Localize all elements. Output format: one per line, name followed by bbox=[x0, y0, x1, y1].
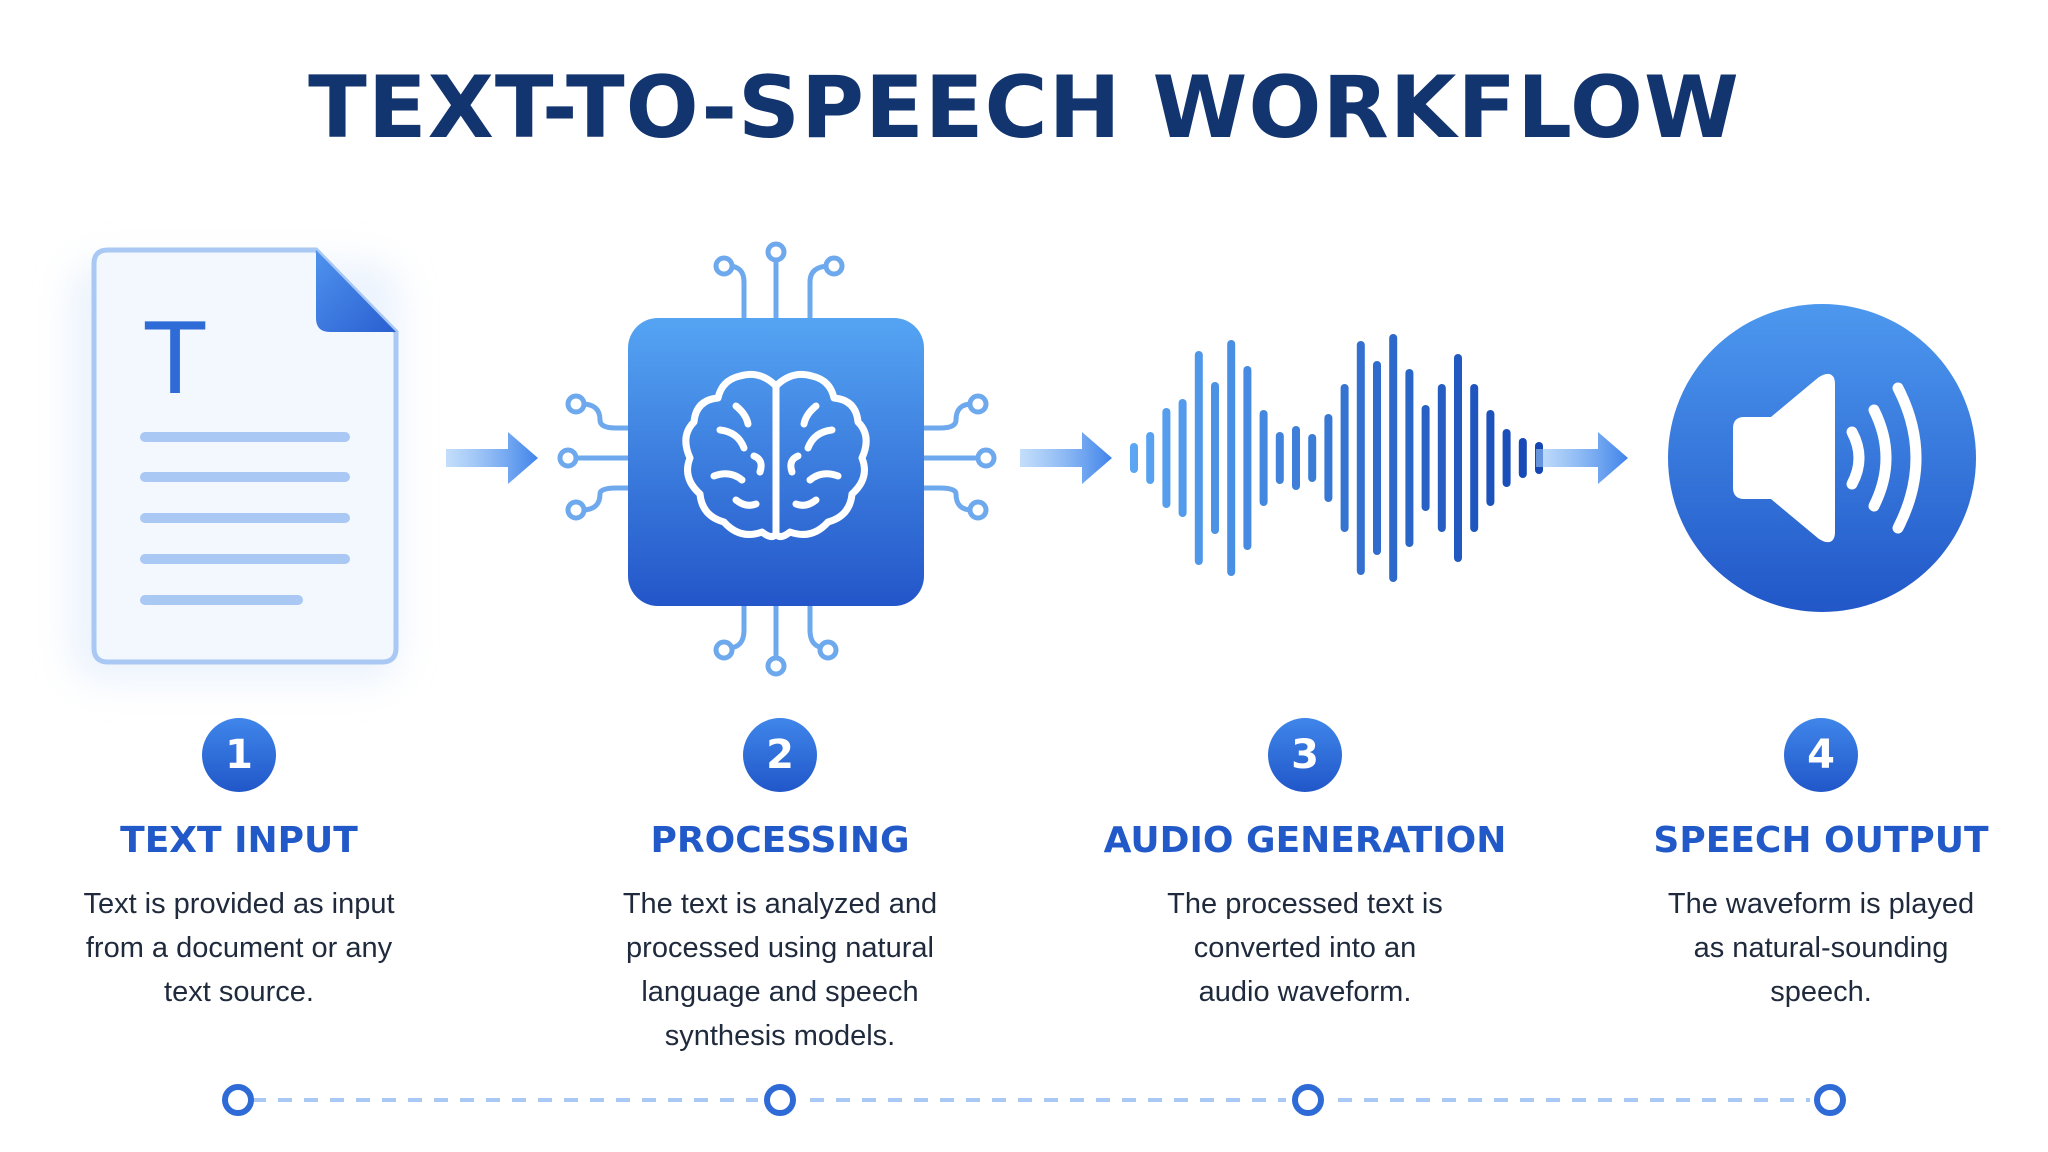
timeline bbox=[222, 1084, 1846, 1116]
step-3-desc-line: The processed text is bbox=[1167, 888, 1443, 920]
step-3-desc-line: audio waveform. bbox=[1198, 976, 1412, 1008]
flow-arrow-2 bbox=[1020, 432, 1112, 484]
step-2-desc-line: language and speech bbox=[641, 976, 919, 1008]
timeline-node-2 bbox=[764, 1084, 796, 1116]
step-4-desc-line: The waveform is played bbox=[1667, 888, 1975, 920]
step-2-description: The text is analyzed and processed using… bbox=[600, 882, 960, 1058]
step-4-badge: 4 bbox=[1784, 718, 1858, 792]
step-1-desc-line: text source. bbox=[164, 976, 314, 1008]
step-4-title: SPEECH OUTPUT bbox=[1653, 820, 1989, 861]
step-1-desc-line: Text is provided as input bbox=[83, 888, 395, 920]
step-2-title: PROCESSING bbox=[650, 820, 910, 861]
step-1-description: Text is provided as input from a documen… bbox=[59, 882, 419, 1014]
step-3-description: The processed text is converted into an … bbox=[1125, 882, 1485, 1014]
step-1-title: TEXT INPUT bbox=[120, 820, 358, 861]
step-4-desc-line: as natural-sounding bbox=[1693, 932, 1949, 964]
step-2-badge: 2 bbox=[743, 718, 817, 792]
step-2-desc-line: The text is analyzed and bbox=[622, 888, 938, 920]
step-3-title: AUDIO GENERATION bbox=[1103, 820, 1507, 861]
step-4-description: The waveform is played as natural-soundi… bbox=[1641, 882, 2001, 1014]
step-2-desc-line: synthesis models. bbox=[664, 1020, 896, 1052]
brain-chip-icon bbox=[557, 241, 997, 677]
step-1-desc-line: from a document or any bbox=[85, 932, 393, 964]
flow-arrow-3 bbox=[1536, 432, 1628, 484]
document-letter: T bbox=[144, 303, 206, 417]
speaker-icon bbox=[1668, 304, 1976, 612]
document-icon: T bbox=[70, 247, 400, 682]
step-4-desc-line: speech. bbox=[1770, 976, 1872, 1008]
flow-arrow-1 bbox=[446, 432, 538, 484]
waveform-icon bbox=[1130, 334, 1543, 582]
timeline-node-4 bbox=[1814, 1084, 1846, 1116]
step-2-desc-line: processed using natural bbox=[626, 932, 934, 964]
step-3-desc-line: converted into an bbox=[1193, 932, 1417, 964]
timeline-node-3 bbox=[1292, 1084, 1324, 1116]
timeline-node-1 bbox=[222, 1084, 254, 1116]
page-title: TEXT-TO-SPEECH WORKFLOW bbox=[308, 58, 1740, 158]
step-1-badge: 1 bbox=[202, 718, 276, 792]
step-3-badge: 3 bbox=[1268, 718, 1342, 792]
